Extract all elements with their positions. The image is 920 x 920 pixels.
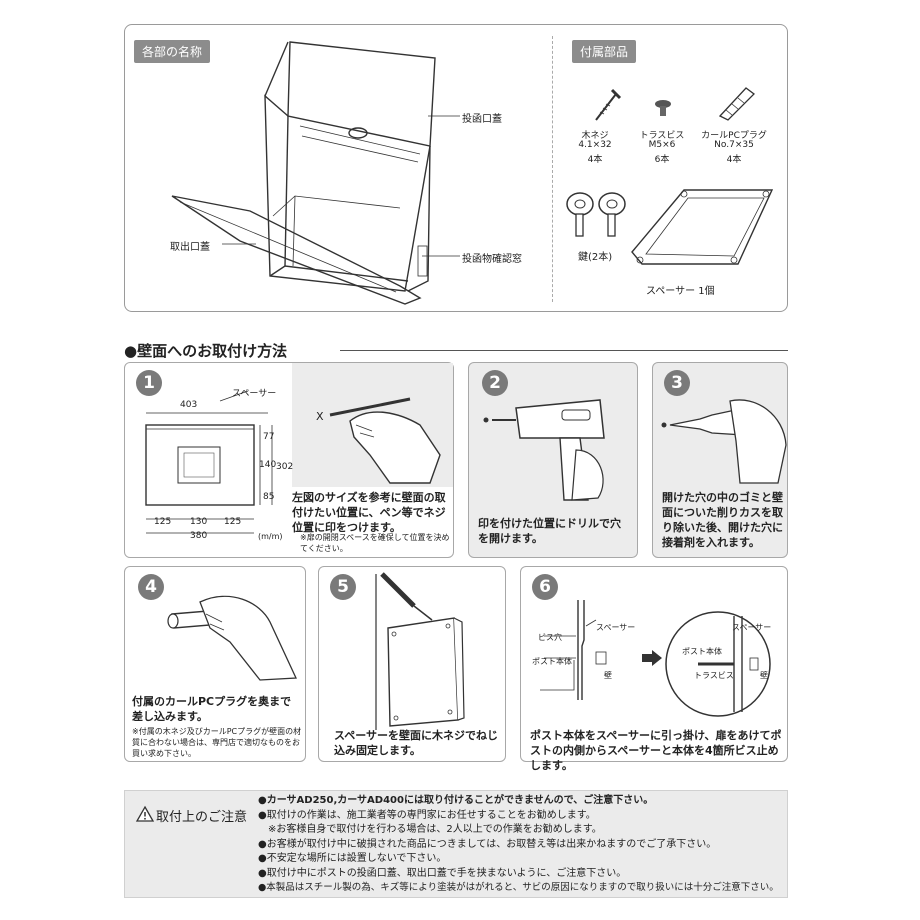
step-1-mark: X [316, 410, 324, 423]
step-1-spacer-label: スペーサー [232, 389, 277, 399]
dim-130: 130 [190, 517, 208, 527]
method-heading: ●壁面へのお取付け方法 [124, 342, 288, 360]
notice-item-1: ●カーサAD250,カーサAD400には取り付けることができませんので、ご注意下… [258, 795, 654, 806]
step-5-caption: スペーサーを壁面に木ネジでねじ込み固定します。 [334, 729, 499, 757]
notice-title: 取付上のご注意 [156, 810, 248, 825]
step-6-badge: 6 [532, 574, 558, 600]
step-4-caption: 付属のカールPCプラグを奥まで差し込みます。 [132, 695, 292, 723]
notice-item-6: ●取付け中にポストの投函口蓋、取出口蓋で手を挟まないように、ご注意下さい。 [258, 867, 627, 879]
plug-qty: 4本 [726, 155, 742, 165]
dim-125a: 125 [154, 517, 172, 527]
section-divider [552, 36, 553, 302]
keys-icon [566, 192, 626, 237]
dim-380: 380 [190, 531, 208, 541]
step-2-caption: 印を付けた位置にドリルで穴を開けます。 [478, 517, 621, 545]
parts-section-label: 各部の名称 [134, 40, 211, 63]
step-1-caption: 左図のサイズを参考に壁面の取付けたい位置に、ペン等でネジ位置に印をつけます。 [292, 491, 446, 534]
notice-item-4: ●お客様が取付け中に破損された商品につきましては、お取替え等は出来かねますのでご… [258, 838, 717, 850]
dim-77: 77 [263, 432, 275, 442]
keys-label: 鍵(2本) [578, 252, 613, 263]
step-1-badge: 1 [136, 370, 162, 396]
label-check-window: 投函物確認窓 [462, 254, 522, 265]
truss-screw-qty: 6本 [654, 155, 670, 165]
dim-unit: (m/m) [258, 532, 283, 541]
label-truss-screw: トラスビス [694, 671, 734, 680]
spacer-icon [631, 189, 774, 265]
step-5-badge: 5 [330, 574, 356, 600]
drill-illustration [483, 399, 605, 501]
step-6-zoom-illustration [665, 611, 771, 717]
step-2-badge: 2 [482, 370, 508, 396]
notice-item-3: ※お客様自身で取付けを行わる場合は、2人以上での作業をお勧めします。 [258, 824, 602, 835]
truss-screw-size: M5×6 [648, 140, 676, 150]
step-6-caption: ポスト本体をスペーサーに引っ掛け、扉をあけてポストの内側からスペーサーと本体を4… [530, 729, 782, 772]
wood-screw-qty: 4本 [587, 155, 603, 165]
plug-name: カールPCプラグ [701, 131, 767, 141]
method-heading-rule [340, 350, 788, 351]
label-takeout-lid: 取出口蓋 [170, 242, 210, 253]
wood-screw-size: 4.1×32 [578, 140, 612, 150]
notice-item-2: ●取付けの作業は、施工業者等の専門家にお任せすることをお勧めします。 [258, 809, 596, 821]
notice-item-5: ●不安定な場所には設置しないで下さい。 [258, 853, 447, 864]
dim-width: 403 [180, 400, 198, 410]
step-4-note: ※付属の木ネジ及びカールPCプラグが壁面の材質に合わない場合は、専門店で適切なも… [132, 727, 302, 758]
notice-item-7: ●本製品はスチール製の為、キズ等により塗装がはがれると、サビの原因になりますので… [258, 882, 779, 893]
label-slot-lid: 投函口蓋 [462, 114, 502, 125]
dim-302: 302 [276, 462, 294, 472]
dim-85: 85 [263, 492, 275, 502]
label-spacer-right: スペーサー [732, 623, 772, 632]
wood-screw-icon [595, 88, 622, 121]
spacer-mount-illustration [375, 572, 465, 730]
label-post-body-right: ポスト本体 [682, 647, 722, 656]
dim-140: 140 [259, 460, 277, 470]
step-1-dimension-drawing [145, 390, 273, 534]
step-6-left-illustration [540, 600, 607, 700]
plug-insert-illustration [167, 595, 297, 681]
accessories-section-label: 付属部品 [572, 40, 637, 63]
truss-screw-icon [655, 100, 671, 116]
step-3-badge: 3 [664, 370, 690, 396]
notice-box [124, 790, 788, 898]
hand-pen-illustration [329, 397, 441, 484]
notice-list: ●カーサAD250,カーサAD400には取り付けることができませんので、ご注意下… [258, 794, 783, 896]
truss-screw-name: トラスビス [639, 131, 685, 141]
warning-icon [135, 805, 155, 822]
step-3-caption: 開けた穴の中のゴミと壁面についた削りカスを取り除いた後、開けた穴に接着剤を入れま… [662, 491, 783, 549]
label-wall-right: 壁 [760, 671, 768, 680]
step-4-badge: 4 [138, 574, 164, 600]
wood-screw-name: 木ネジ [581, 131, 609, 141]
label-wall-left: 壁 [604, 671, 612, 680]
spacer-label: スペーサー 1個 [646, 286, 715, 297]
label-spacer-left: スペーサー [596, 623, 636, 632]
dim-125b: 125 [224, 517, 242, 527]
plug-icon [718, 87, 755, 121]
step-1-note: ※扉の開閉スペースを確保して位置を決めてください。 [300, 533, 450, 553]
label-screw-hole: ビス穴 [538, 633, 562, 642]
adhesive-illustration [661, 399, 787, 484]
arrow-right-icon [642, 650, 662, 666]
mailbox-illustration [171, 41, 460, 305]
plug-size: No.7×35 [714, 140, 754, 150]
label-post-body-left: ポスト本体 [532, 657, 572, 666]
